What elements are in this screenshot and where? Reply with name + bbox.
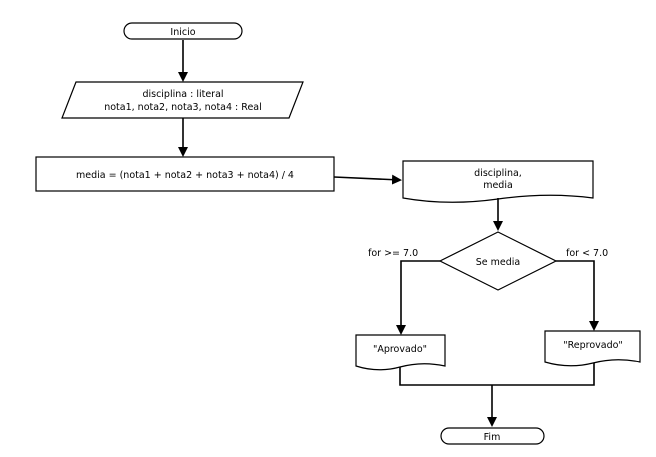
approved-label: "Aprovado" — [373, 344, 427, 355]
merge-line — [399, 363, 595, 386]
end-label: Fim — [484, 432, 501, 443]
output-line-1: disciplina, — [474, 168, 522, 179]
process-shape — [35, 156, 335, 192]
decision-label: Se media — [476, 257, 521, 268]
output-document: disciplina, media — [402, 160, 594, 203]
process-label: media = (nota1 + nota2 + nota3 + nota4) … — [76, 170, 294, 181]
failed-document: "Reprovado" — [544, 330, 641, 367]
process-box: media = (nota1 + nota2 + nota3 + nota4) … — [35, 156, 335, 192]
start-label: Inicio — [170, 27, 195, 38]
input-line-1: disciplina : literal — [142, 89, 223, 100]
input-shape — [61, 81, 304, 119]
approved-document: "Aprovado" — [355, 334, 446, 371]
failed-label: "Reprovado" — [563, 340, 623, 351]
branch-false-label: for < 7.0 — [566, 248, 608, 259]
branch-true-label: for >= 7.0 — [368, 248, 418, 259]
input-parallelogram: disciplina : literal nota1, nota2, nota3… — [61, 81, 304, 119]
arrow-process-to-output — [333, 174, 402, 185]
end-shape — [440, 427, 545, 445]
output-line-2: media — [483, 180, 513, 191]
decision-shape — [438, 231, 558, 291]
input-line-2: nota1, nota2, nota3, nota4 : Real — [104, 102, 262, 113]
failed-document-shape — [544, 330, 641, 367]
start-shape — [123, 22, 243, 40]
end-terminator: Fim — [440, 427, 545, 445]
arrow-decision-to-failed — [556, 260, 599, 331]
start-terminator: Inicio — [123, 22, 243, 40]
arrow-decision-to-approved — [396, 260, 440, 335]
approved-document-shape — [355, 334, 446, 371]
decision-diamond: Se media — [438, 231, 558, 291]
